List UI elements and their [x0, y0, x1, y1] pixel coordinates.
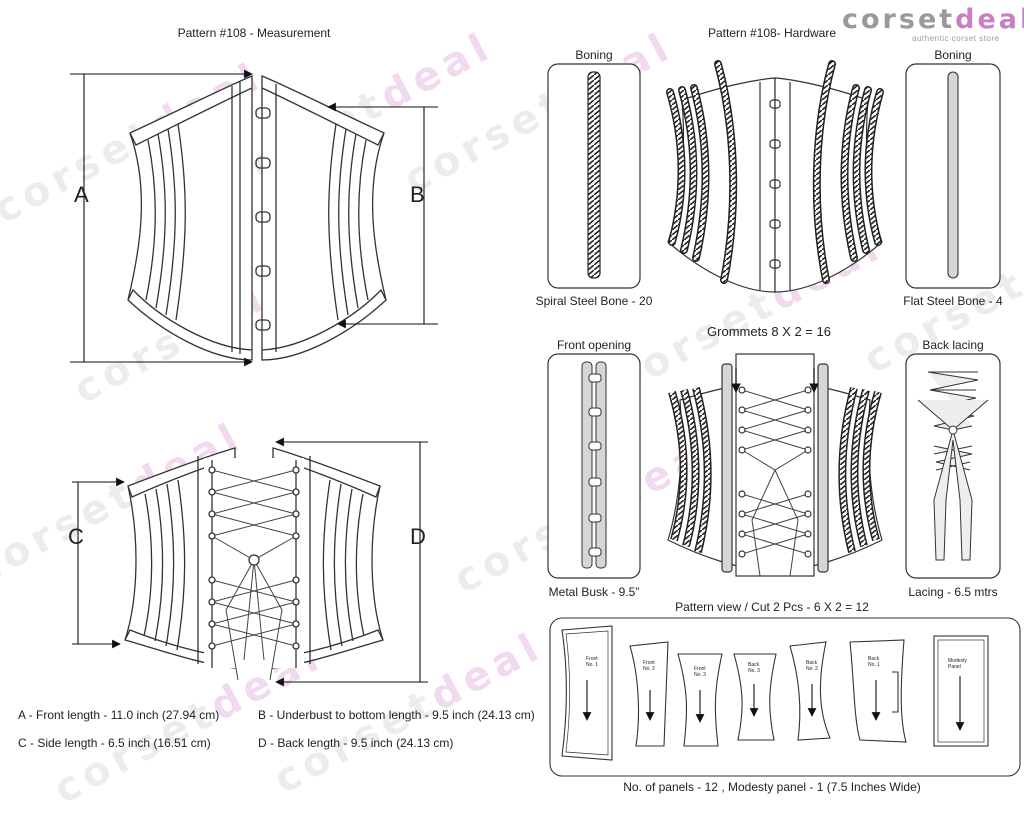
back-lacing-heading: Back lacing — [922, 338, 984, 352]
flat-bone-caption: Flat Steel Bone - 4 — [903, 294, 1003, 308]
flat-bone-box — [905, 63, 1001, 289]
grommets-caption: Grommets 8 X 2 = 16 — [707, 324, 831, 339]
hardware-title: Pattern #108- Hardware — [707, 26, 837, 40]
front-corset-drawing — [127, 75, 387, 361]
brand-tagline: authentic corset store — [912, 34, 1000, 43]
measure-arrows-c-d — [72, 437, 428, 687]
letter-b: B — [410, 182, 425, 207]
spiral-bone-box — [547, 63, 641, 289]
letter-c: C — [68, 524, 84, 549]
front-opening-heading: Front opening — [556, 338, 632, 352]
back-corset-drawing — [124, 447, 384, 681]
legend-b: B - Underbust to bottom length - 9.5 inc… — [258, 708, 535, 722]
legend-c: C - Side length - 6.5 inch (16.51 cm) — [18, 736, 211, 750]
pattern-footer: No. of panels - 12 , Modesty panel - 1 (… — [623, 780, 921, 794]
busk-box — [547, 353, 641, 579]
letter-a: A — [74, 182, 89, 207]
spiral-bone-caption: Spiral Steel Bone - 20 — [535, 294, 653, 308]
measurement-title: Pattern #108 - Measurement — [177, 26, 331, 40]
busk-caption: Metal Busk - 9.5” — [548, 585, 640, 599]
legend-a: A - Front length - 11.0 inch (27.94 cm) — [18, 708, 220, 722]
hardware-corset-drawing — [666, 60, 884, 293]
measure-arrows-a-b — [70, 69, 438, 367]
legend-d: D - Back length - 9.5 inch (24.13 cm) — [258, 736, 454, 750]
boning-left-heading: Boning — [575, 48, 613, 62]
brand-logo: corsetdeal — [842, 4, 1024, 35]
pattern-view-box — [549, 617, 1021, 777]
lacing-caption: Lacing - 6.5 mtrs — [908, 585, 998, 599]
pattern-view-title: Pattern view / Cut 2 Pcs - 6 X 2 = 12 — [675, 600, 869, 614]
letter-d: D — [410, 524, 426, 549]
boning-right-heading: Boning — [934, 48, 972, 62]
lacing-box — [905, 353, 1001, 579]
grommets-corset-drawing — [667, 353, 883, 577]
